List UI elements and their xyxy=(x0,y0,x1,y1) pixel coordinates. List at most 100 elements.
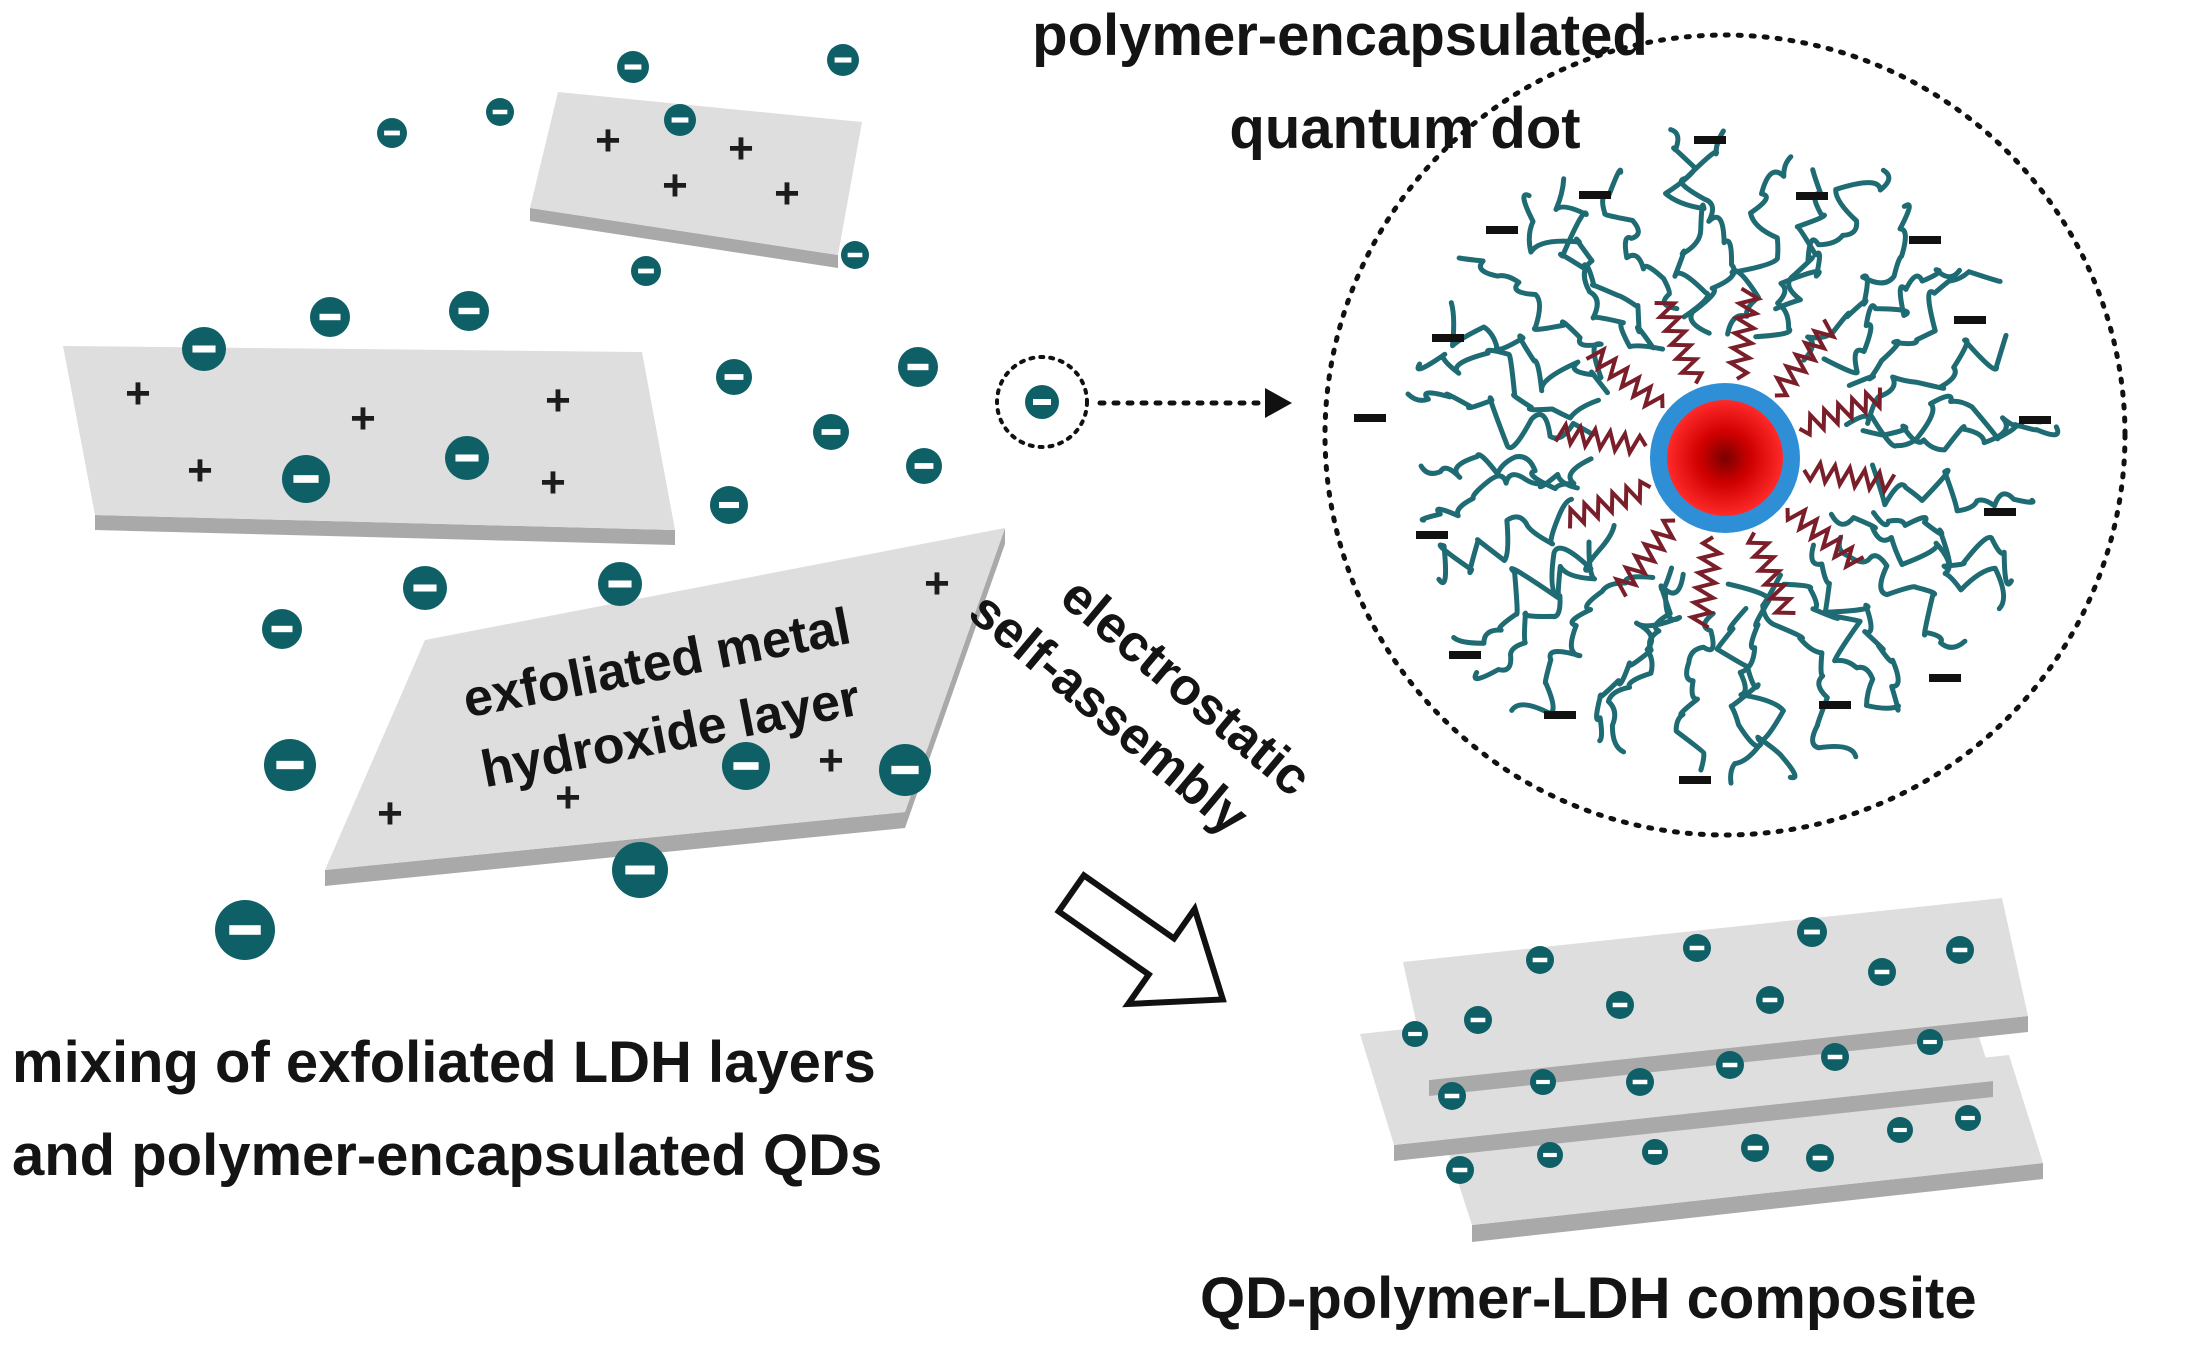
positive-charge-icon: + xyxy=(540,458,566,507)
negative-charge-bar xyxy=(1470,1017,1486,1023)
polymer-chain xyxy=(1472,539,1597,681)
negative-charge-bar xyxy=(229,925,261,935)
negative-charge-bar xyxy=(1722,1062,1738,1068)
ldh-layer-large-surface xyxy=(63,346,675,530)
negative-charge-bar xyxy=(458,307,480,315)
negative-charge-bar xyxy=(821,429,841,435)
negative-charge-bar xyxy=(1762,997,1778,1003)
negative-charge-bar xyxy=(1812,1155,1828,1161)
linker-chain xyxy=(1553,419,1648,458)
polymer-chains xyxy=(1405,127,2061,786)
negative-charge-icon xyxy=(1579,191,1611,199)
negative-charge-bar xyxy=(1893,1127,1907,1133)
negative-charge-icon xyxy=(403,566,447,610)
negative-charge-icon xyxy=(1716,1051,1744,1079)
negative-charge-bar xyxy=(1747,1145,1763,1151)
qd-title-line1: polymer-encapsulated xyxy=(1032,3,1648,68)
ldh-layer-large-side xyxy=(95,515,675,545)
negative-charge-bar xyxy=(1612,1002,1628,1008)
composite-layer-middle-side xyxy=(1394,1081,1993,1161)
negative-charge-bar xyxy=(719,501,739,509)
negative-charge-icon xyxy=(1984,508,2016,516)
negative-charge-bar xyxy=(1033,399,1051,405)
composite-stack xyxy=(1360,898,2043,1242)
negative-charge-icon xyxy=(1486,226,1518,234)
polymer-chain xyxy=(1828,511,2007,612)
negative-charge-bar xyxy=(1648,1149,1662,1155)
negative-charge-icon xyxy=(1909,236,1941,244)
polymer-chain xyxy=(1868,393,2061,449)
negative-charge-icon xyxy=(906,448,942,484)
negative-charge-icon xyxy=(1694,136,1726,144)
negative-charge-bar xyxy=(847,252,863,258)
negative-charge-icon xyxy=(1954,316,1986,324)
polymer-chain xyxy=(1714,606,1764,786)
polymer-chain xyxy=(1456,255,1604,381)
linker-chain xyxy=(1773,318,1838,398)
polymer-chain xyxy=(1448,300,1610,396)
ldh-layer-exfoliated-surface xyxy=(325,528,1005,870)
negative-charge-icon xyxy=(215,900,275,960)
negative-charge-icon xyxy=(1449,651,1481,659)
polymer-chain xyxy=(1821,267,1962,376)
negative-charge-icon xyxy=(2019,416,2051,424)
positive-charge-icon: + xyxy=(377,789,403,838)
qd-title-line2: quantum dot xyxy=(1229,96,1580,161)
negative-charge-bar xyxy=(1923,1039,1937,1045)
negative-charge-bar xyxy=(638,268,654,274)
polymer-chain xyxy=(1773,167,1892,312)
negative-charge-icon xyxy=(1819,701,1851,709)
negative-charge-bar xyxy=(1532,957,1548,963)
arrow-outline xyxy=(1054,871,1227,1008)
negative-charge-icon xyxy=(1797,917,1827,947)
qd-surface-charges xyxy=(1354,136,2051,784)
negative-charge-icon xyxy=(282,455,330,503)
composite-layer-top-top xyxy=(1403,898,2028,1080)
polymer-chain xyxy=(1521,192,1666,352)
negative-charge-icon xyxy=(1679,776,1711,784)
linker-chain xyxy=(1612,518,1677,598)
negative-charge-icon xyxy=(1806,1144,1834,1172)
negative-charge-icon xyxy=(1946,936,1974,964)
negative-charge-icon xyxy=(1606,991,1634,1019)
composite-particles xyxy=(1402,917,1981,1184)
negative-charge-bar xyxy=(608,580,632,588)
negative-charge-bar xyxy=(1632,1079,1648,1085)
polymer-chain xyxy=(1553,176,1656,351)
negative-charge-icon xyxy=(879,744,931,796)
negative-charge-icon xyxy=(813,414,849,450)
negative-charge-bar xyxy=(1804,929,1820,935)
negative-charge-icon xyxy=(1929,674,1961,682)
negative-charge-bar xyxy=(1961,1115,1975,1121)
negative-charge-icon xyxy=(1438,1082,1466,1110)
negative-charge-bar xyxy=(1543,1152,1557,1158)
dotted-arrow-icon xyxy=(1097,388,1292,418)
polymer-chain xyxy=(1781,581,1901,711)
polymer-chain xyxy=(1418,452,1594,492)
negative-charge-bar xyxy=(733,762,759,770)
negative-charge-icon xyxy=(1544,711,1576,719)
negative-charge-bar xyxy=(192,345,216,353)
negative-charge-icon xyxy=(1796,192,1828,200)
composite-layer-bottom-side xyxy=(1472,1163,2043,1242)
negative-charge-bar xyxy=(1536,1079,1550,1085)
ldh-layer-exfoliated xyxy=(325,528,1005,886)
negative-charge-bar xyxy=(293,475,319,483)
polymer-chain xyxy=(1809,542,1901,713)
negative-particles-left xyxy=(182,44,942,960)
negative-charge-icon xyxy=(722,742,770,790)
ldh-layer-large-top xyxy=(63,346,675,545)
negative-charge-icon xyxy=(1868,958,1896,986)
polymer-chain xyxy=(1870,462,2036,514)
linker-chain xyxy=(1686,535,1725,630)
negative-charge-icon xyxy=(1464,1006,1492,1034)
negative-charge-bar xyxy=(625,865,655,875)
linker-chain xyxy=(1585,345,1665,410)
negative-charge-icon xyxy=(182,327,226,371)
positive-charge-icon: + xyxy=(924,559,950,608)
polymer-chain xyxy=(1836,534,1968,650)
polymer-chain xyxy=(1846,269,2003,388)
negative-charge-bar xyxy=(907,363,929,371)
